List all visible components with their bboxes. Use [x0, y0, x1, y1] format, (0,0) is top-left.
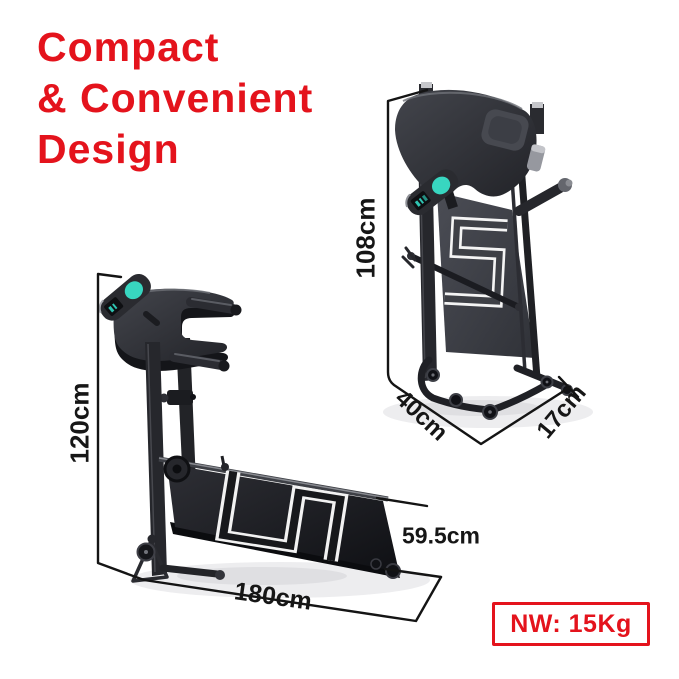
- folded-dimension-line: [386, 88, 572, 446]
- headline-line-3: Design: [37, 126, 180, 172]
- console-teal-button: [124, 281, 143, 300]
- post-cap: [421, 82, 432, 88]
- folded-width-tick: [557, 375, 580, 399]
- handlebar: [186, 297, 238, 314]
- frame-post: [145, 342, 167, 576]
- unfolded-dimension-line: [96, 272, 443, 623]
- dimension-label-belt-width: 59.5cm: [401, 522, 481, 549]
- belt-width-extension-bottom: [383, 567, 443, 579]
- console: [405, 169, 459, 216]
- belt-width-extension-top: [375, 496, 429, 508]
- folded-treadmill: [395, 82, 573, 420]
- net-weight-text: NW: 15Kg: [510, 609, 632, 638]
- roller-pad: [481, 109, 529, 151]
- console-teal-button: [431, 176, 451, 195]
- post-cap: [532, 102, 543, 108]
- unfolded-treadmill: [98, 273, 401, 583]
- headline: Compact & Convenient Design: [37, 22, 313, 175]
- dimension-lines: [96, 88, 580, 623]
- net-weight-badge: NW: 15Kg: [492, 602, 650, 646]
- dimension-label-unfolded-height: 120cm: [64, 382, 95, 464]
- headline-line-1: Compact: [37, 24, 220, 70]
- handlebar: [169, 352, 226, 370]
- s-logo: [215, 470, 349, 562]
- handlebar: [514, 183, 565, 216]
- console: [98, 273, 151, 321]
- dimension-label-folded-height: 108cm: [350, 197, 381, 279]
- s-logo: [444, 216, 508, 308]
- headline-line-2: & Convenient: [37, 75, 314, 121]
- console-display: [104, 297, 124, 316]
- roller-end-cap: [526, 144, 546, 172]
- running-deck: [158, 455, 401, 579]
